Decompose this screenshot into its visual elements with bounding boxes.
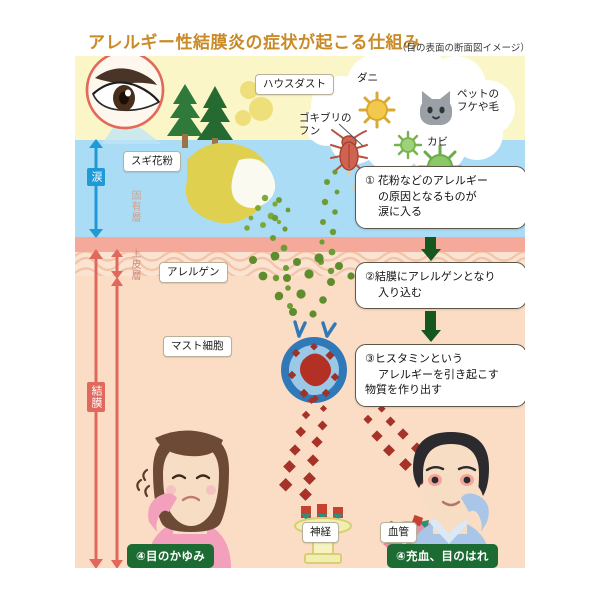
measure-conjunctiva: 結膜 <box>85 249 107 568</box>
cloud-label-cockroach-line2: フン <box>299 125 321 138</box>
measure-epithelium <box>107 249 127 279</box>
cedar-trees-icon <box>167 81 273 150</box>
step-arrow-1-to-2 <box>425 237 436 250</box>
step-3-box: ③ヒスタミンという アレルギーを引き起こす 物質を作り出す <box>355 344 525 407</box>
allergen-particles-icon <box>249 252 355 318</box>
outcome-itch-banner: ④目のかゆみ <box>127 544 215 568</box>
step-2-box: ②結膜にアレルゲンとなり 入り込む <box>355 262 525 310</box>
outcome-redness-banner: ④充血、目のはれ <box>387 544 498 568</box>
cockroach-icon <box>330 129 368 171</box>
step-1-line-3: 涙に入る <box>378 206 422 219</box>
cloud-label-mold: カビ <box>427 136 448 148</box>
mite-icon <box>358 91 396 129</box>
chip-allergen: アレルゲン <box>159 262 228 283</box>
eye-closeup-icon <box>85 56 165 144</box>
cloud-label-pet: ペットの フケや毛 <box>457 88 499 114</box>
step-1-line-1: ① 花粉などのアレルギー <box>365 175 488 187</box>
diagram-frame: 涙 結膜 上皮層 固有層 スギ花粉 ハウスダスト アレルゲン マスト細胞 神経 <box>75 56 525 568</box>
chip-mast-cell: マスト細胞 <box>163 336 232 357</box>
measure-lamina <box>107 277 127 568</box>
step-2-line-1: ②結膜にアレルゲンとなり <box>365 271 496 283</box>
histamine-stream-nerve-icon <box>278 396 328 501</box>
cloud-label-cockroach-line1: ゴキブリの <box>299 112 352 124</box>
step-1-line-2: の原因となるものが <box>378 190 477 203</box>
label-tear: 涙 <box>87 168 105 186</box>
cat-icon <box>420 91 452 125</box>
label-lamina-propria: 固有層 <box>129 190 140 223</box>
chip-nerve: 神経 <box>302 522 339 543</box>
chip-house-dust: ハウスダスト <box>255 74 334 95</box>
cloud-label-mite: ダニ <box>357 72 378 84</box>
measure-tear: 涙 <box>85 139 107 238</box>
cloud-label-pet-line1: ペットの <box>457 88 499 100</box>
mast-cell-icon <box>281 320 347 403</box>
label-conjunctiva: 結膜 <box>87 382 105 412</box>
cockroach-leader-line-icon <box>338 123 364 147</box>
page-subtitle: （目の表面の断面図イメージ） <box>397 43 530 54</box>
chip-blood-vessel: 血管 <box>380 522 417 543</box>
layer-epithelium-surface <box>75 237 525 252</box>
cloud-label-cockroach: ゴキブリの フン <box>299 112 352 138</box>
mold-icon-small <box>393 130 423 160</box>
label-epithelium: 上皮層 <box>129 248 140 281</box>
house-dust-cloud-icon <box>305 56 515 174</box>
step-3-line-2: アレルギーを引き起こす <box>378 368 499 381</box>
step-arrow-2-to-3 <box>425 311 436 331</box>
step-2-line-2: 入り込む <box>378 286 422 299</box>
cloud-label-pet-line2: フケや毛 <box>457 101 499 114</box>
page-title: アレルギー性結膜炎の症状が起こる仕組み <box>88 33 421 52</box>
step-3-line-3: 物質を作り出す <box>365 384 442 397</box>
step-3-line-1: ③ヒスタミンという <box>365 353 463 365</box>
pollen-mass-icon <box>185 142 282 231</box>
step-1-box: ① 花粉などのアレルギー の原因となるものが 涙に入る <box>355 166 525 229</box>
chip-cedar-pollen: スギ花粉 <box>123 151 181 172</box>
pollen-fall-stream-icon <box>270 197 293 309</box>
